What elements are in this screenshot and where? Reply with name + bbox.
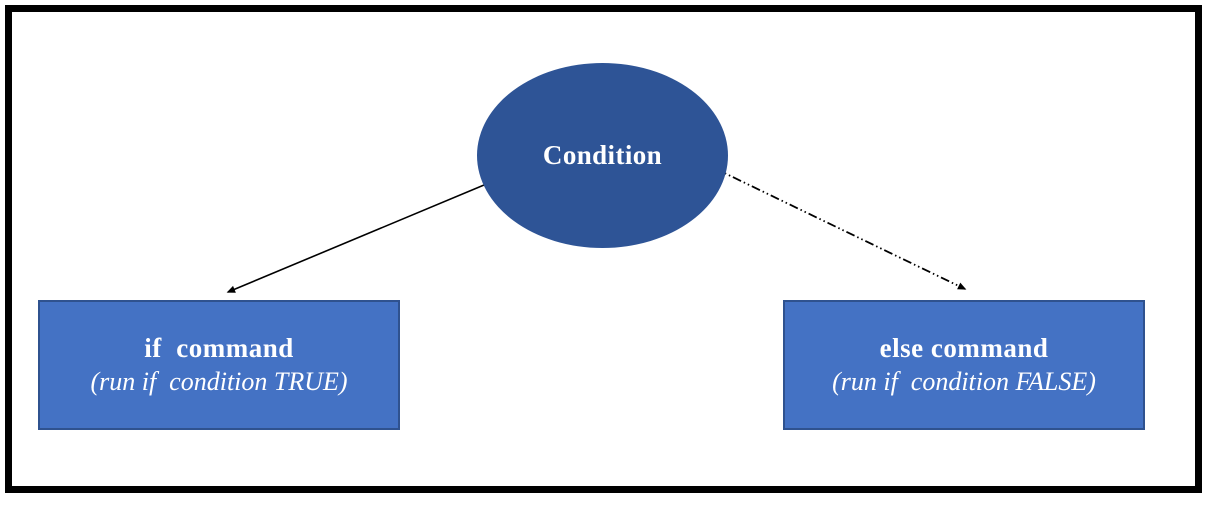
condition-node-label: Condition xyxy=(542,139,663,170)
diagram-frame-border xyxy=(5,5,1202,493)
condition-node[interactable]: Condition xyxy=(477,63,728,248)
else-command-subtitle: (run if condition FALSE) xyxy=(832,366,1096,396)
else-command-node[interactable]: else command (run if condition FALSE) xyxy=(783,300,1145,430)
if-command-subtitle: (run if condition TRUE) xyxy=(90,366,348,396)
if-command-title: if command xyxy=(144,332,294,363)
else-command-title: else command xyxy=(879,332,1049,363)
if-command-node[interactable]: if command (run if condition TRUE) xyxy=(38,300,400,430)
